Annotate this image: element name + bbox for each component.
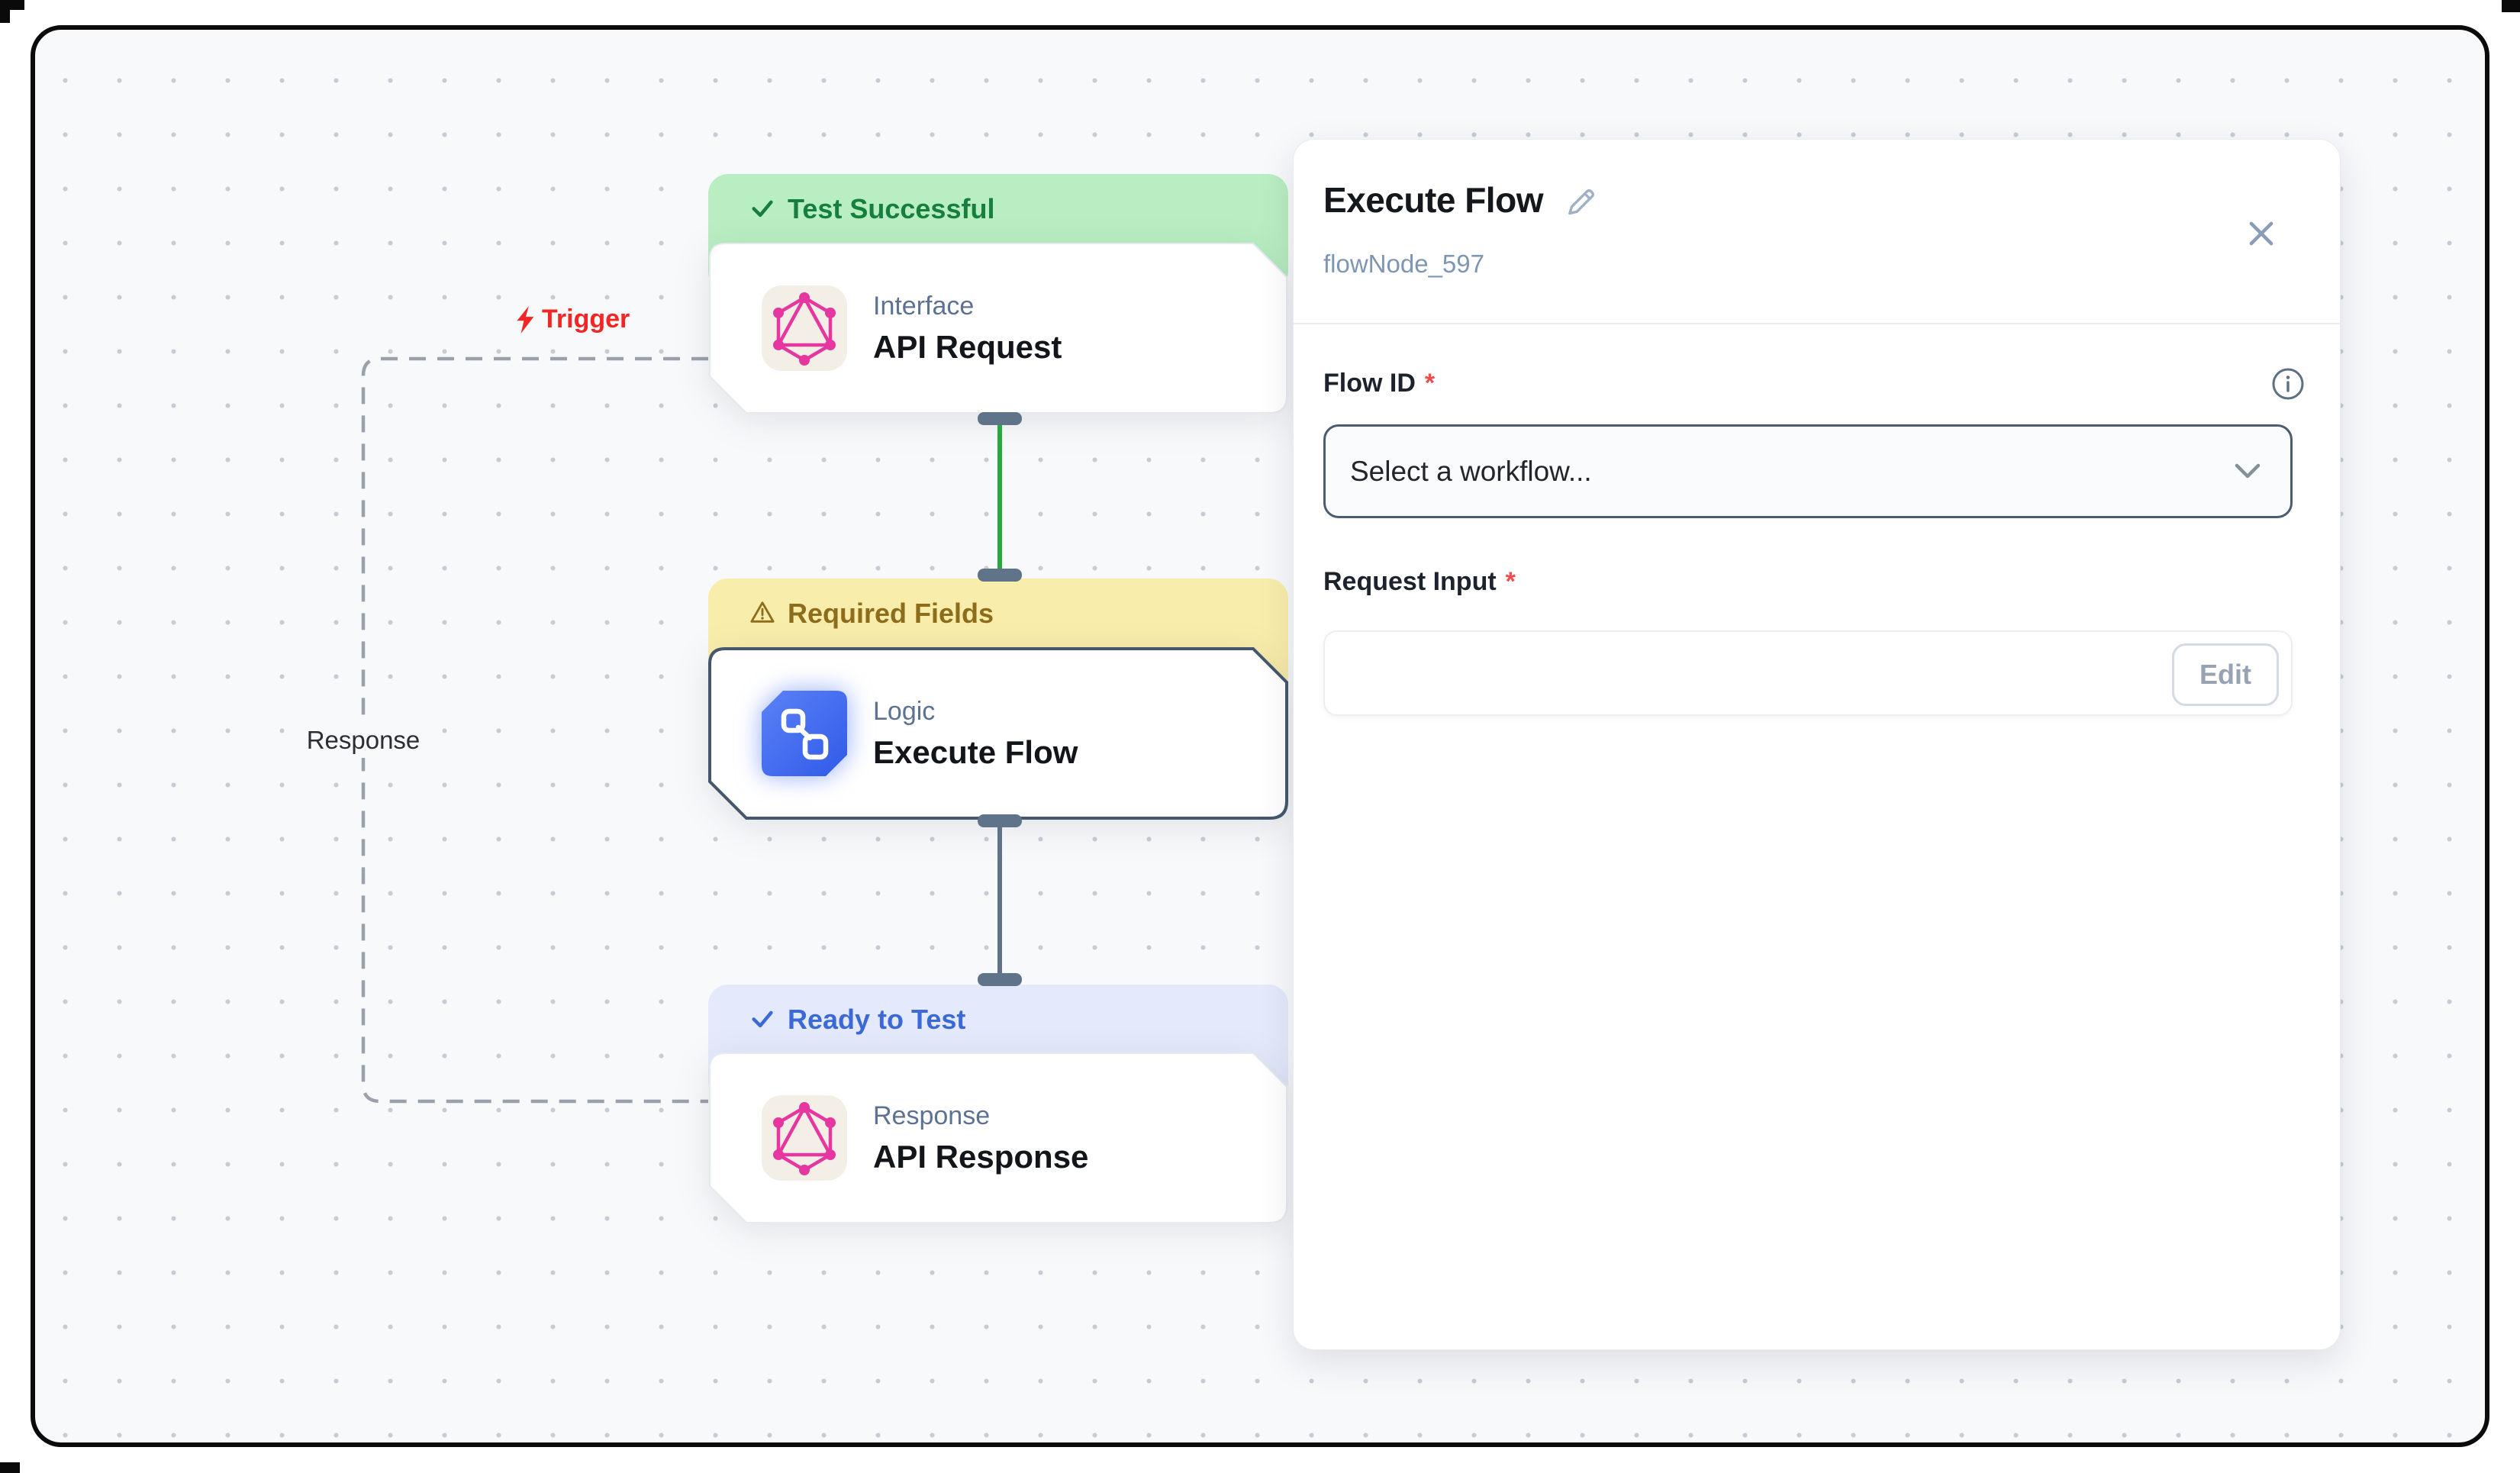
graphql-icon — [762, 285, 847, 371]
close-icon — [2249, 221, 2273, 246]
flow-id-select[interactable]: Select a workflow... — [1323, 424, 2293, 518]
connector-default — [997, 820, 1002, 980]
execute-flow-icon — [762, 691, 847, 776]
connector-success — [997, 418, 1002, 575]
node-title: API Request — [873, 328, 1062, 365]
node-title: API Response — [873, 1138, 1089, 1175]
crop-mark — [0, 1462, 20, 1473]
node-status-label: Test Successful — [788, 193, 995, 224]
node-id: flowNode_597 — [1323, 250, 1484, 278]
request-input-label: Request Input — [1323, 567, 1497, 596]
required-mark: * — [1505, 567, 1516, 596]
warning-icon — [749, 599, 775, 625]
lightning-bolt-icon — [517, 305, 534, 334]
node-api-request[interactable]: Interface API Request — [708, 242, 1288, 414]
info-icon — [2272, 368, 2304, 400]
flow-canvas[interactable]: Trigger Response Test Successful — [31, 25, 2489, 1447]
close-panel-button[interactable] — [2243, 215, 2280, 252]
response-edge-label: Response — [295, 723, 432, 758]
check-icon — [749, 1005, 775, 1031]
node-type-label: Logic — [873, 696, 936, 726]
request-input-field[interactable]: Edit — [1323, 630, 2293, 716]
flow-id-info-button[interactable] — [2270, 366, 2306, 402]
trigger-label: Trigger — [542, 305, 630, 334]
node-title: Execute Flow — [873, 733, 1078, 770]
port-in-execute-flow[interactable] — [978, 569, 1022, 582]
node-content: Interface API Request — [708, 242, 1288, 414]
flow-id-select-value: Select a workflow... — [1350, 455, 1592, 487]
node-api-response[interactable]: Response API Response — [708, 1052, 1288, 1224]
port-out-execute-flow[interactable] — [978, 814, 1022, 827]
node-shape — [709, 243, 1287, 414]
node-config-panel: Execute Flow flowNode_59 — [1293, 139, 2341, 1350]
crop-mark — [0, 0, 10, 23]
pencil-icon — [1568, 189, 1594, 215]
node-shape-selected — [708, 647, 1288, 820]
node-shape — [709, 1052, 1287, 1223]
flow-id-label: Flow ID — [1323, 369, 1416, 398]
divider — [1294, 323, 2340, 324]
node-content: Logic Execute Flow — [708, 647, 1288, 820]
port-out-api-request[interactable] — [978, 412, 1022, 425]
port-in-api-response[interactable] — [978, 973, 1022, 986]
rename-button[interactable] — [1563, 183, 1597, 217]
node-status-label: Required Fields — [788, 598, 994, 629]
node-execute-flow[interactable]: Logic Execute Flow — [708, 647, 1288, 820]
trigger-badge: Trigger — [516, 305, 630, 334]
check-icon — [749, 195, 775, 221]
node-content: Response API Response — [708, 1052, 1288, 1224]
required-mark: * — [1424, 369, 1436, 398]
node-type-label: Interface — [873, 291, 975, 321]
node-status-label: Ready to Test — [788, 1004, 966, 1035]
node-type-label: Response — [873, 1101, 991, 1130]
chevron-down-icon — [2235, 463, 2261, 478]
graphql-icon — [762, 1095, 847, 1181]
crop-mark — [2502, 0, 2520, 12]
panel-title: Execute Flow — [1323, 180, 1543, 220]
request-input-edit-button[interactable]: Edit — [2172, 643, 2279, 706]
